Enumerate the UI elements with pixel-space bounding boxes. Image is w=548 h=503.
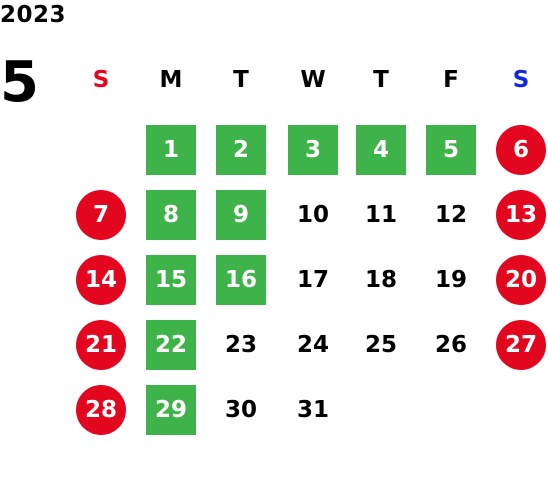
day-cell-23: 23 xyxy=(224,332,257,358)
day-cell-10: 10 xyxy=(296,202,329,228)
day-cell-18: 18 xyxy=(364,267,397,293)
weekday-header-wed: W xyxy=(300,67,326,93)
day-cell-1: 1 xyxy=(146,125,196,175)
day-cell-2: 2 xyxy=(216,125,266,175)
calendar-month: 5 xyxy=(0,50,39,115)
day-cell-6: 6 xyxy=(496,125,546,175)
day-cell-24: 24 xyxy=(296,332,329,358)
day-cell-8: 8 xyxy=(146,190,196,240)
weekday-header-fri: F xyxy=(443,67,459,93)
day-cell-13: 13 xyxy=(496,190,546,240)
day-cell-4: 4 xyxy=(356,125,406,175)
day-cell-11: 11 xyxy=(364,202,397,228)
weekday-header-tue: T xyxy=(233,67,249,93)
weekday-header-sat: S xyxy=(512,67,530,93)
day-cell-31: 31 xyxy=(296,397,329,423)
calendar-year: 2023 xyxy=(0,2,67,28)
weekday-header-thu: T xyxy=(373,67,389,93)
day-cell-19: 19 xyxy=(434,267,467,293)
day-cell-25: 25 xyxy=(364,332,397,358)
day-cell-16: 16 xyxy=(216,255,266,305)
day-cell-22: 22 xyxy=(146,320,196,370)
day-cell-20: 20 xyxy=(496,255,546,305)
weekday-header-mon: M xyxy=(159,67,183,93)
weekday-header-sun: S xyxy=(92,67,110,93)
day-cell-9: 9 xyxy=(216,190,266,240)
day-cell-5: 5 xyxy=(426,125,476,175)
day-cell-7: 7 xyxy=(76,190,126,240)
day-cell-17: 17 xyxy=(296,267,329,293)
day-cell-3: 3 xyxy=(288,125,338,175)
day-cell-29: 29 xyxy=(146,385,196,435)
day-cell-26: 26 xyxy=(434,332,467,358)
day-cell-30: 30 xyxy=(224,397,257,423)
day-cell-21: 21 xyxy=(76,320,126,370)
day-cell-12: 12 xyxy=(434,202,467,228)
day-cell-27: 27 xyxy=(496,320,546,370)
day-cell-15: 15 xyxy=(146,255,196,305)
day-cell-28: 28 xyxy=(76,385,126,435)
day-cell-14: 14 xyxy=(76,255,126,305)
